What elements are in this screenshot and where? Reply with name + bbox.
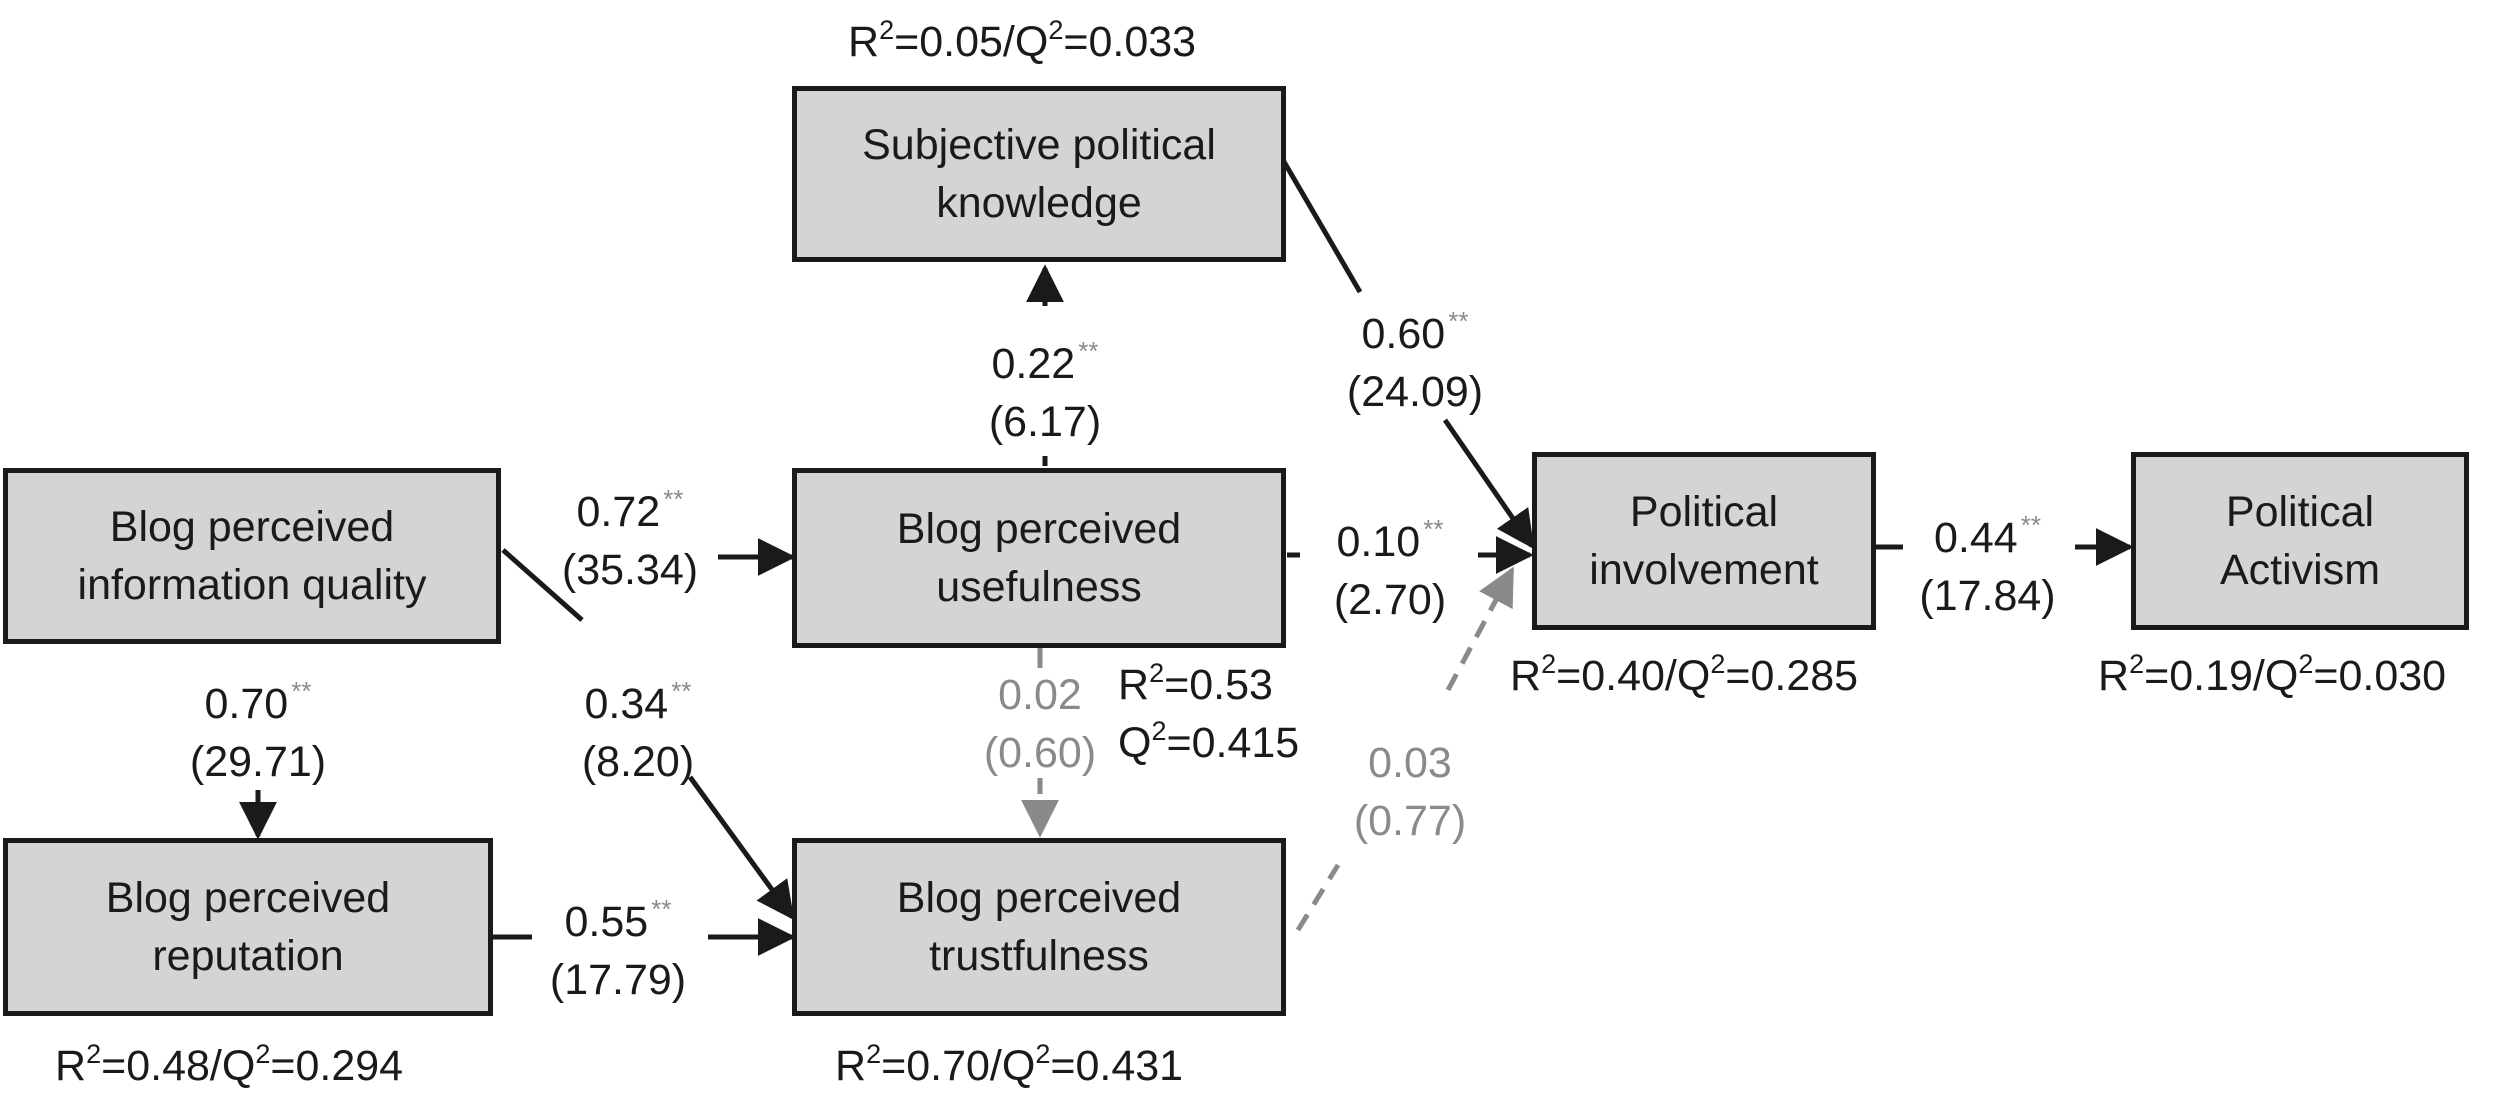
coefficient: 0.70 bbox=[204, 680, 289, 728]
node-line-1: Blog perceived bbox=[105, 874, 391, 922]
significance-stars: ** bbox=[1423, 514, 1444, 544]
coef-reputation-to-trustfulness: 0.55** (17.79) bbox=[528, 880, 708, 1009]
coef-iq-to-usefulness: 0.72** (35.34) bbox=[540, 470, 720, 599]
coefficient: 0.44 bbox=[1934, 514, 2018, 562]
node-usefulness: Blog perceived usefulness bbox=[792, 468, 1286, 648]
r-squared: 0.40 bbox=[1581, 652, 1665, 700]
q-squared: 0.415 bbox=[1191, 719, 1300, 767]
node-line-1: Blog perceived bbox=[109, 503, 395, 551]
coefficient: 0.55 bbox=[564, 898, 649, 946]
node-line-1: Blog perceived bbox=[896, 874, 1182, 922]
node-line-2: trustfulness bbox=[929, 932, 1149, 980]
node-information-quality: Blog perceived information quality bbox=[3, 468, 501, 644]
arrow-trustfulness-to-involvement bbox=[1295, 863, 1341, 932]
node-trustfulness: Blog perceived trustfulness bbox=[792, 838, 1286, 1016]
fit-usefulness: R2=0.53 Q2=0.415 bbox=[1118, 658, 1300, 768]
t-value: (17.79) bbox=[549, 956, 687, 1004]
significance-stars: ** bbox=[1448, 306, 1469, 336]
coefficient: 0.60 bbox=[1361, 310, 1446, 358]
significance-stars: ** bbox=[1078, 336, 1099, 366]
fit-involvement: R2=0.40/Q2=0.285 bbox=[1510, 649, 1859, 701]
r-squared: 0.05 bbox=[919, 18, 1003, 66]
node-line-2: Activism bbox=[2219, 546, 2381, 594]
t-value: (8.20) bbox=[581, 738, 695, 786]
coef-iq-to-trustfulness: 0.34** (8.20) bbox=[548, 662, 728, 791]
coef-iq-to-reputation: 0.70** (29.71) bbox=[168, 662, 348, 791]
arrow-knowledge-to-involvement bbox=[1280, 158, 1363, 294]
fit-trustfulness: R2=0.70/Q2=0.431 bbox=[835, 1039, 1184, 1091]
t-value: (2.70) bbox=[1333, 576, 1447, 624]
node-line-2: involvement bbox=[1589, 546, 1819, 594]
node-line-2: reputation bbox=[152, 932, 344, 980]
coef-knowledge-to-involvement: 0.60** (24.09) bbox=[1325, 292, 1505, 421]
coef-involvement-to-activism: 0.44** (17.84) bbox=[1895, 496, 2080, 625]
coefficient: 0.10 bbox=[1336, 518, 1421, 566]
t-value: (0.60) bbox=[983, 729, 1097, 777]
coefficient: 0.22 bbox=[991, 340, 1076, 388]
node-reputation: Blog perceived reputation bbox=[3, 838, 493, 1016]
r-squared: 0.70 bbox=[906, 1042, 990, 1090]
t-value: (29.71) bbox=[189, 738, 327, 786]
coef-usefulness-to-trustfulness: 0.02 (0.60) bbox=[955, 666, 1125, 782]
coefficient: 0.03 bbox=[1368, 739, 1452, 787]
t-value: (0.77) bbox=[1353, 797, 1467, 845]
node-line-1: Political bbox=[2225, 488, 2375, 536]
t-value: (24.09) bbox=[1346, 368, 1484, 416]
t-value: (6.17) bbox=[988, 398, 1102, 446]
r-squared: 0.19 bbox=[2169, 652, 2253, 700]
fit-knowledge: R2=0.05/Q2=0.033 bbox=[848, 15, 1197, 67]
node-line-2: usefulness bbox=[936, 563, 1142, 611]
node-subjective-political-knowledge: Subjective political knowledge bbox=[792, 86, 1286, 262]
fit-activism: R2=0.19/Q2=0.030 bbox=[2098, 649, 2447, 701]
t-value: (35.34) bbox=[561, 546, 699, 594]
node-line-2: information quality bbox=[77, 561, 427, 609]
coefficient: 0.34 bbox=[584, 680, 669, 728]
q-squared: 0.030 bbox=[2338, 652, 2447, 700]
q-squared: 0.431 bbox=[1075, 1042, 1184, 1090]
r-squared: 0.48 bbox=[126, 1042, 210, 1090]
node-line-2: knowledge bbox=[936, 179, 1142, 227]
significance-stars: ** bbox=[291, 676, 312, 706]
coefficient: 0.72 bbox=[576, 488, 661, 536]
node-line-1: Blog perceived bbox=[896, 505, 1182, 553]
coef-usefulness-to-involvement: 0.10** (2.70) bbox=[1300, 500, 1480, 629]
node-line-1: Political bbox=[1629, 488, 1779, 536]
significance-stars: ** bbox=[663, 484, 684, 514]
significance-stars: ** bbox=[2020, 510, 2041, 540]
significance-stars: ** bbox=[651, 894, 672, 924]
coef-trustfulness-to-involvement: 0.03 (0.77) bbox=[1330, 734, 1490, 850]
node-political-involvement: Political involvement bbox=[1532, 452, 1876, 630]
fit-reputation: R2=0.48/Q2=0.294 bbox=[55, 1039, 404, 1091]
coefficient: 0.02 bbox=[998, 671, 1082, 719]
node-line-1: Subjective political bbox=[862, 121, 1216, 169]
q-squared: 0.294 bbox=[295, 1042, 404, 1090]
q-squared: 0.033 bbox=[1088, 18, 1197, 66]
t-value: (17.84) bbox=[1919, 572, 2056, 620]
coef-usefulness-to-knowledge: 0.22** (6.17) bbox=[955, 322, 1135, 451]
r-squared: 0.53 bbox=[1189, 661, 1273, 709]
arrow-iq-to-trustfulness bbox=[501, 548, 584, 622]
q-squared: 0.285 bbox=[1750, 652, 1859, 700]
significance-stars: ** bbox=[671, 676, 692, 706]
